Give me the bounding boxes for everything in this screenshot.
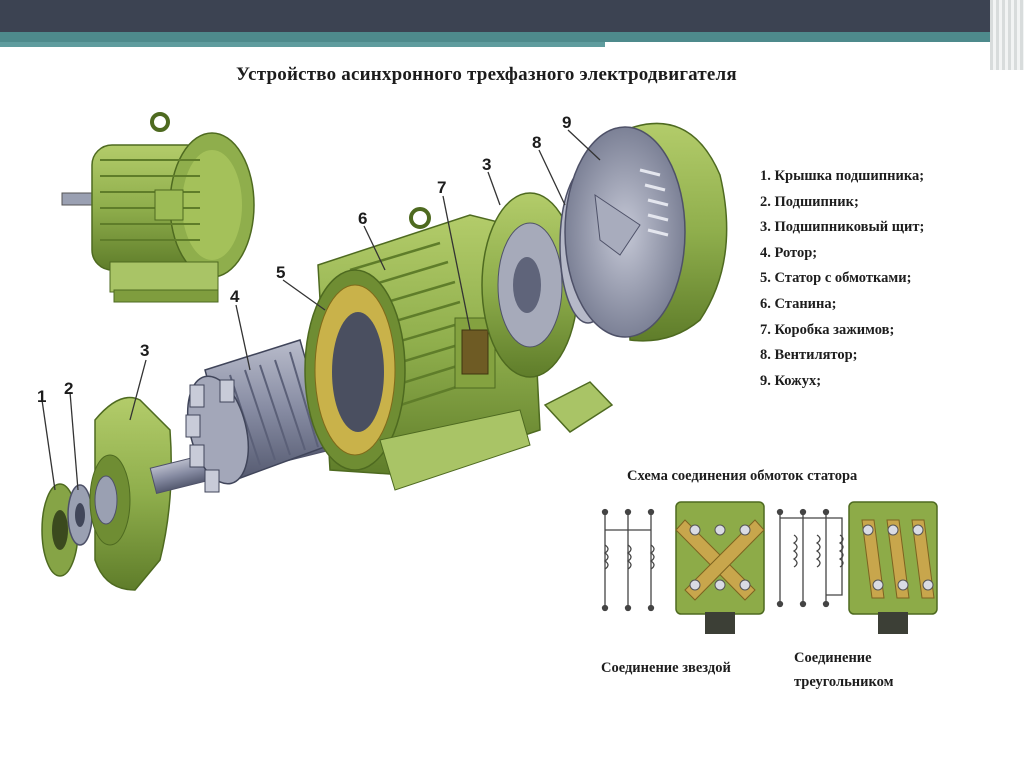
triangle-caption: Соединение треугольником (794, 646, 894, 694)
callout-2: 2 (64, 379, 73, 398)
legend-item: 3. Подшипниковый щит; (760, 219, 925, 236)
callout-8: 8 (532, 133, 541, 152)
fan-cover (564, 122, 728, 342)
bearing-shield-left (89, 396, 172, 591)
legend-item: 6. Станина; (760, 295, 837, 312)
legend-item: 5. Статор с обмотками; (760, 270, 912, 287)
header-stripe-accent (0, 42, 605, 47)
callout-lines (41, 129, 601, 491)
bearing (67, 484, 93, 546)
callout-4: 4 (230, 287, 240, 306)
callout-9: 9 (562, 113, 571, 132)
triangle-caption-line1: Соединение (794, 650, 872, 666)
triangle-terminal-box (848, 501, 938, 634)
star-caption: Соединение звездой (601, 660, 731, 676)
callout-5: 5 (276, 263, 285, 282)
callout-6: 6 (358, 209, 367, 228)
legend-item: 4. Ротор; (760, 244, 818, 261)
legend-item: 8. Вентилятор; (760, 347, 858, 364)
legend-item: 9. Кожух; (760, 372, 822, 389)
callout-7: 7 (437, 178, 446, 197)
legend-item: 1. Крышка подшипника; (760, 168, 925, 184)
callout-1: 1 (37, 387, 46, 406)
assembled-motor (61, 112, 255, 303)
scheme-title: Схема соединения обмоток статора (627, 468, 858, 484)
terminal-box-cover (543, 381, 614, 433)
callout-3-right: 3 (482, 155, 491, 174)
legend-item: 7. Коробка зажимов; (760, 321, 895, 338)
star-wiring-diagram (601, 508, 655, 612)
corner-decoration (990, 0, 1024, 70)
legend-item: 2. Подшипник; (760, 193, 859, 210)
triangle-wiring-diagram (776, 508, 844, 608)
callout-3-left: 3 (140, 341, 149, 360)
triangle-caption-line2: треугольником (794, 674, 894, 690)
star-terminal-box (675, 501, 765, 634)
header-stripe (0, 32, 1000, 42)
rotor (185, 339, 331, 493)
page-title: Устройство асинхронного трехфазного элек… (236, 64, 737, 85)
parts-legend: 1. Крышка подшипника; 2. Подшипник; 3. П… (760, 164, 924, 394)
